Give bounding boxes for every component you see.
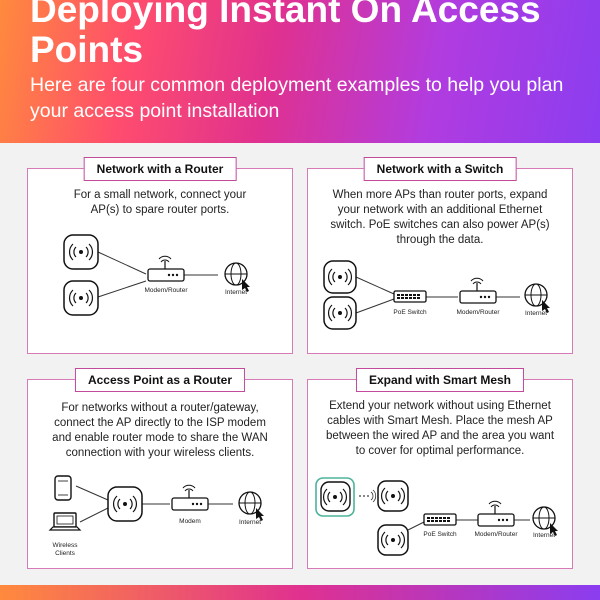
internet-label: Internet xyxy=(532,532,556,539)
modem-icon xyxy=(171,484,209,511)
modem-router-label: Modem/Router xyxy=(144,287,188,294)
poe-switch-icon xyxy=(423,513,457,526)
panel-description: For networks without a router/gateway, c… xyxy=(52,402,268,459)
panel-title: Expand with Smart Mesh xyxy=(355,368,525,392)
panel-expand-with-smart-mesh: Expand with Smart Mesh Extend your netwo… xyxy=(307,368,573,569)
poe-switch-icon xyxy=(393,290,427,303)
router-diagram xyxy=(63,234,250,316)
internet-label: Internet xyxy=(238,519,262,526)
access-point-icon xyxy=(107,486,143,522)
modem-router-label: Modem/Router xyxy=(456,309,500,316)
ap-router-diagram xyxy=(48,475,264,531)
internet-globe-icon xyxy=(532,506,558,536)
mesh-diagram xyxy=(315,477,558,556)
access-point-icon xyxy=(63,234,99,270)
poe-switch-label: PoE Switch xyxy=(393,309,427,316)
panel-network-with-switch: Network with a Switch When more APs than… xyxy=(307,157,573,354)
panel-access-point-as-router: Access Point as a Router For networks wi… xyxy=(27,368,293,569)
panel-title: Network with a Router xyxy=(83,157,237,181)
internet-label: Internet xyxy=(224,289,248,296)
panel-title: Access Point as a Router xyxy=(74,368,246,392)
modem-router-label: Modem/Router xyxy=(474,531,518,538)
panel-title: Network with a Switch xyxy=(363,157,517,181)
internet-globe-icon xyxy=(224,262,250,292)
internet-globe-icon xyxy=(238,491,264,521)
internet-label: Internet xyxy=(524,310,548,317)
internet-globe-icon xyxy=(524,283,550,313)
laptop-icon xyxy=(48,512,82,531)
wireless-clients-label: Wireless Clients xyxy=(52,542,78,557)
mesh-access-point-icon xyxy=(315,477,355,517)
mesh-link-icon xyxy=(359,489,377,503)
hero-banner: Deploying Instant On Access Points Here … xyxy=(0,0,600,143)
access-point-icon xyxy=(63,280,99,316)
switch-diagram xyxy=(323,260,550,330)
smartphone-icon xyxy=(54,475,72,501)
access-point-icon xyxy=(377,524,409,556)
panel-network-with-router: Network with a Router For a small networ… xyxy=(27,157,293,354)
panel-description: When more APs than router ports, expand … xyxy=(330,189,550,246)
panel-description: Extend your network without using Ethern… xyxy=(325,400,555,457)
panel-description: For a small network, connect your AP(s) … xyxy=(73,189,247,216)
modem-router-icon xyxy=(477,500,515,527)
footer-gradient-bar xyxy=(0,582,600,600)
access-point-icon xyxy=(323,260,357,294)
modem-router-icon xyxy=(147,255,185,282)
page-title: Deploying Instant On Access Points xyxy=(30,0,541,70)
modem-router-icon xyxy=(459,277,497,304)
access-point-icon xyxy=(323,296,357,330)
wired-access-point-icon xyxy=(377,480,409,512)
modem-label: Modem xyxy=(179,518,201,525)
poe-switch-label: PoE Switch xyxy=(423,531,457,538)
page-subtitle: Here are four common deployment examples… xyxy=(30,74,564,122)
